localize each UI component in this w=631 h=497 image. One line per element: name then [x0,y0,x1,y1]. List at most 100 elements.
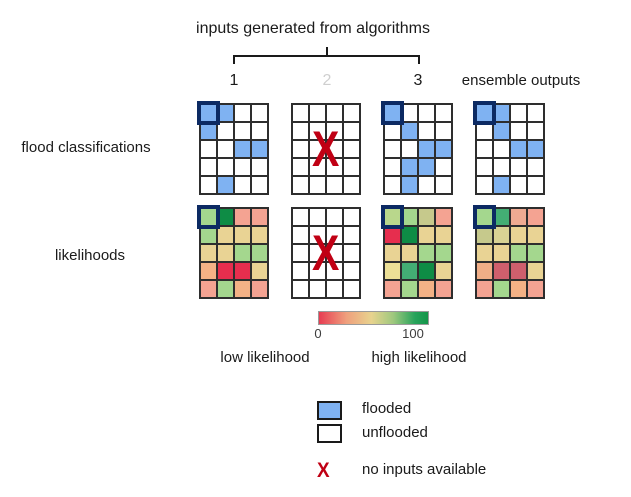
grid-cell [235,123,250,139]
grid-cell [327,263,342,279]
grid-cell [494,245,509,261]
figure-title: inputs generated from algorithms [196,20,430,37]
grid-cell [218,141,233,157]
grid-cell [494,281,509,297]
no-inputs-x-icon: X [317,459,330,482]
grid-cell [477,123,492,139]
low-likelihood-label: low likelihood [220,349,310,366]
grid-cell [218,227,233,243]
grid-cell [201,177,216,193]
grid-cell [419,105,434,121]
grid-cell [385,245,400,261]
grid-cell [344,227,359,243]
flooded-swatch [317,401,342,420]
grid-cell [494,209,509,225]
grid-cell [218,281,233,297]
grid-cell [327,159,342,175]
grid-cell [310,263,325,279]
grid-cell [218,263,233,279]
grid-cell [477,227,492,243]
grid-cell-highlighted [201,209,216,225]
grid-cell [402,123,417,139]
grid-cell [235,245,250,261]
grid-cell [477,141,492,157]
grid-cell [310,159,325,175]
grid-cell [494,105,509,121]
grid-cell [201,227,216,243]
grid-cell-highlighted [477,209,492,225]
grid-cell [385,141,400,157]
flood-grid-input-1 [199,103,269,195]
grid-cell [436,105,451,121]
grid-cell [385,123,400,139]
grid-cell [511,141,526,157]
grid-cell [327,141,342,157]
grid-cell [494,141,509,157]
grid-cell [511,159,526,175]
grid-cell [494,159,509,175]
grid-cell [402,281,417,297]
grid-cell [252,209,267,225]
grid-cell [327,177,342,193]
grid-cell [327,245,342,261]
grid-cell [419,263,434,279]
grid-cell [477,177,492,193]
grid-cell [511,245,526,261]
grid-cell [310,245,325,261]
colorbar-max-tick: 100 [402,326,424,341]
algorithms-bracket [233,47,420,64]
grid-cell [252,177,267,193]
grid-cell [511,227,526,243]
grid-cell [477,159,492,175]
grid-cell [511,123,526,139]
grid-cell [293,177,308,193]
grid-cell [344,141,359,157]
grid-cell [293,263,308,279]
grid-cell [419,245,434,261]
grid-cell [252,123,267,139]
grid-cell [218,177,233,193]
grid-cell [235,263,250,279]
grid-cell [494,263,509,279]
grid-cell [310,141,325,157]
grid-cell [528,281,543,297]
grid-cell [344,245,359,261]
likelihood-grid-input-1 [199,207,269,299]
grid-cell [528,209,543,225]
grid-cell [511,209,526,225]
grid-cell [436,177,451,193]
flood-grid-input-2-empty [291,103,361,195]
grid-cell [494,177,509,193]
grid-cell [293,281,308,297]
bracket-line [233,55,420,57]
grid-cell [385,281,400,297]
grid-cell-highlighted [477,105,492,121]
flooded-label: flooded [362,400,412,417]
grid-cell [310,105,325,121]
grid-cell [293,105,308,121]
grid-cell [201,263,216,279]
grid-cell [528,263,543,279]
colorbar-min-tick: 0 [314,326,322,341]
grid-cell [419,209,434,225]
grid-cell [344,123,359,139]
grid-cell [419,281,434,297]
grid-cell [201,245,216,261]
grid-cell [385,177,400,193]
row-label-likelihoods: likelihoods [54,247,126,264]
grid-cell [201,141,216,157]
grid-cell [310,123,325,139]
grid-cell [310,227,325,243]
grid-cell [344,105,359,121]
grid-cell [419,123,434,139]
grid-cell [511,105,526,121]
grid-cell [528,227,543,243]
grid-cell [252,141,267,157]
grid-cell [511,177,526,193]
bracket-right-tick [418,55,420,64]
bracket-left-tick [233,55,235,64]
grid-cell [201,123,216,139]
grid-cell [218,209,233,225]
grid-cell [419,141,434,157]
